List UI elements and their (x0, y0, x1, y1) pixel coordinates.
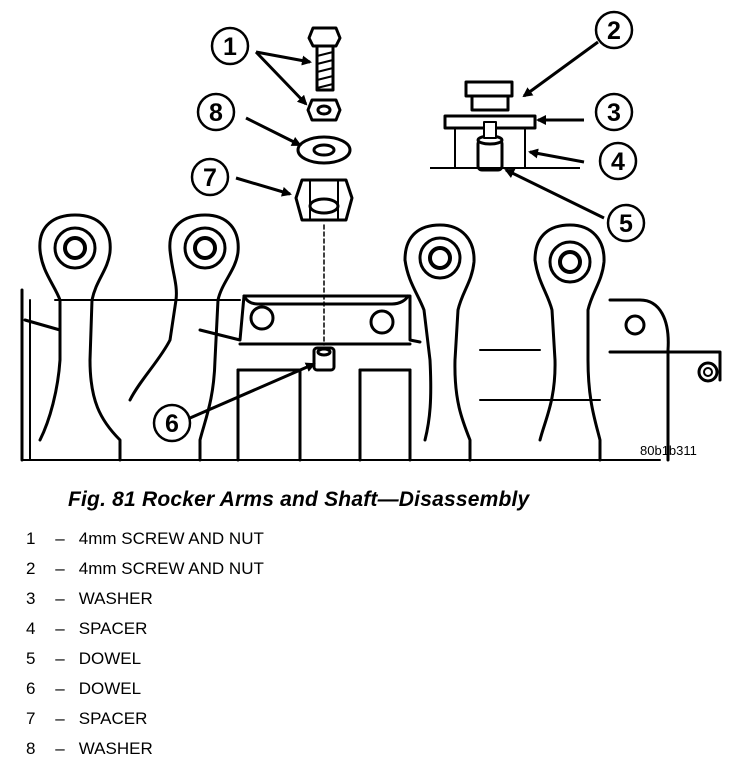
legend-text: WASHER (78, 739, 153, 758)
exploded-view-illustration: 1 8 7 2 3 4 5 6 80b1b311 (20, 10, 722, 462)
legend-text: DOWEL (78, 649, 142, 668)
legend-text: 4mm SCREW AND NUT (78, 559, 264, 578)
callout-6: 6 (152, 403, 192, 443)
callout-2-label: 2 (607, 17, 621, 45)
figure-caption: Fig. 81 Rocker Arms and Shaft—Disassembl… (68, 488, 530, 511)
callout-7-label: 7 (203, 164, 217, 192)
callout-8: 8 (196, 92, 236, 132)
callout-6-label: 6 (165, 410, 179, 438)
legend-item: 7– SPACER (26, 704, 264, 734)
legend-separator: – (55, 739, 65, 758)
callout-3-label: 3 (607, 99, 621, 127)
legend-separator: – (55, 559, 65, 578)
callout-1-label: 1 (223, 33, 237, 61)
legend-number: 5 (26, 649, 36, 668)
legend-number: 4 (26, 619, 36, 638)
legend-number: 7 (26, 709, 36, 728)
screw-washer-spacer-stack (294, 26, 354, 222)
callout-1: 1 (210, 26, 250, 66)
legend-text: SPACER (78, 709, 148, 728)
callout-3: 3 (594, 92, 634, 132)
legend-number: 8 (26, 739, 36, 758)
legend-item: 4– SPACER (26, 614, 264, 644)
legend-number: 2 (26, 559, 36, 578)
callout-4-label: 4 (611, 148, 625, 176)
rocker-assembly-drawing (20, 213, 722, 462)
callout-5-label: 5 (619, 210, 633, 238)
legend-text: DOWEL (78, 679, 142, 698)
callout-8-label: 8 (209, 99, 223, 127)
legend-number: 3 (26, 589, 36, 608)
legend-item: 8– WASHER (26, 734, 264, 764)
legend-text: WASHER (78, 589, 153, 608)
leader-arrows (189, 40, 605, 420)
callout-5: 5 (606, 203, 646, 243)
dowel-detail-inset (430, 80, 580, 172)
legend-item: 3– WASHER (26, 584, 264, 614)
legend-number: 6 (26, 679, 36, 698)
parts-legend: 1– 4mm SCREW AND NUT 2– 4mm SCREW AND NU… (26, 524, 264, 764)
legend-text: SPACER (78, 619, 148, 638)
legend-separator: – (55, 529, 65, 548)
legend-number: 1 (26, 529, 36, 548)
legend-text: 4mm SCREW AND NUT (78, 529, 264, 548)
legend-item: 5– DOWEL (26, 644, 264, 674)
callout-7: 7 (190, 157, 230, 197)
callout-4: 4 (598, 141, 638, 181)
legend-item: 6– DOWEL (26, 674, 264, 704)
legend-separator: – (55, 679, 65, 698)
legend-separator: – (55, 649, 65, 668)
legend-separator: – (55, 619, 65, 638)
legend-separator: – (55, 709, 65, 728)
figure-code: 80b1b311 (640, 443, 697, 458)
legend-separator: – (55, 589, 65, 608)
callout-2: 2 (594, 10, 634, 50)
legend-item: 2– 4mm SCREW AND NUT (26, 554, 264, 584)
legend-item: 1– 4mm SCREW AND NUT (26, 524, 264, 554)
